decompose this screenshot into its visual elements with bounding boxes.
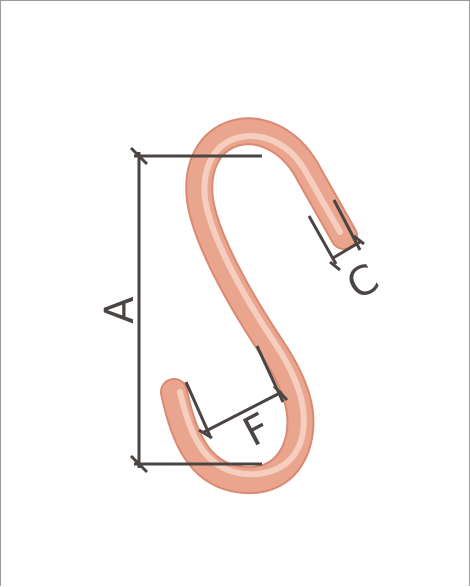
dimension-f-line	[203, 390, 283, 434]
dimension-a	[129, 146, 262, 474]
dimension-c-left-tick	[329, 260, 341, 272]
dimension-c-left-extension	[307, 215, 338, 265]
dimension-c-right-extension	[332, 199, 362, 251]
dimension-c	[307, 199, 365, 272]
s-hook-drawing	[160, 117, 358, 495]
dimension-f-left-extension	[184, 381, 212, 437]
hook-body	[162, 119, 356, 493]
dimension-a-label: A	[97, 296, 143, 324]
dimension-a-bottom-tick	[129, 454, 149, 474]
dimension-f-right-tick	[272, 384, 289, 402]
dimension-f-label: F	[236, 405, 278, 456]
hook-highlight	[177, 133, 343, 478]
dimension-c-right-tick	[353, 234, 365, 246]
dimension-c-label: C	[339, 255, 386, 309]
dimension-a-top-tick	[129, 146, 149, 166]
dimension-f-left-tick	[198, 428, 213, 440]
dimension-f	[184, 345, 289, 440]
dimension-c-line	[332, 240, 361, 260]
